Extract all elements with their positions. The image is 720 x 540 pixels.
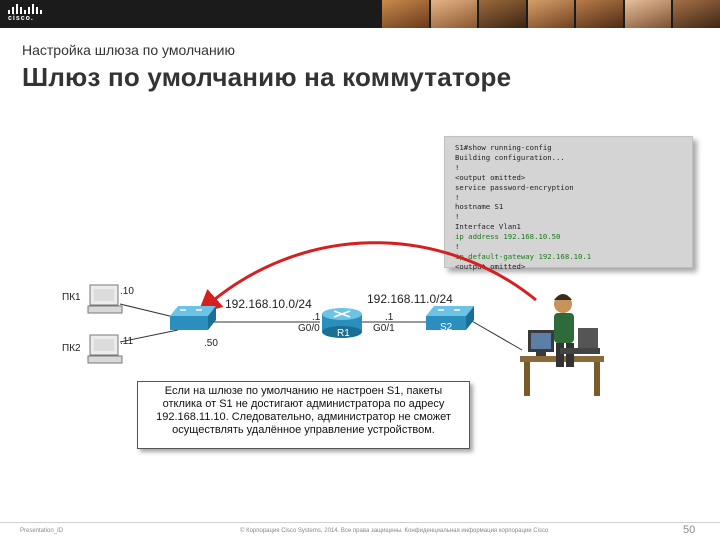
header-photo (479, 0, 526, 28)
config-line: <output omitted> (455, 172, 526, 182)
slide-subtitle: Настройка шлюза по умолчанию (22, 42, 236, 58)
link-pc1-s1 (119, 303, 179, 319)
config-line: ! (455, 192, 460, 202)
config-line: S1#show running-config (455, 143, 552, 152)
pc1-address-label: .10 (120, 286, 134, 297)
config-line: service password-encryption (455, 182, 574, 192)
r1-right-address-label: .1 (385, 312, 394, 323)
cisco-logo: cisco. (6, 3, 46, 25)
r1-left-address-label: .1 (312, 312, 321, 323)
s2-switch-icon (426, 306, 474, 330)
pc1-computer-icon (87, 284, 123, 314)
config-line: ! (455, 212, 460, 222)
network-left-label: 192.168.10.0/24 (225, 297, 312, 311)
config-line: Building configuration... (455, 152, 565, 162)
header-photo (673, 0, 720, 28)
cisco-bars-icon (8, 4, 42, 14)
s2-label: S2 (440, 322, 453, 333)
config-line: ! (455, 162, 460, 172)
link-pc2-s1 (119, 329, 179, 343)
r1-label: R1 (337, 328, 350, 339)
header-photo-strip (382, 0, 720, 28)
pc1-label: ПК1 (62, 292, 81, 303)
pc2-address-label: .11 (120, 336, 134, 347)
header-bar: cisco. (0, 0, 720, 28)
header-photo (382, 0, 429, 28)
link-s2-admin (469, 319, 523, 351)
config-line: Interface Vlan1 (455, 222, 521, 232)
footer-divider (0, 522, 720, 523)
header-photo (527, 0, 575, 28)
cisco-logo-text: cisco. (8, 15, 34, 22)
pc2-computer-icon (87, 334, 123, 364)
slide-title: Шлюз по умолчанию на коммутаторе (22, 62, 512, 92)
header-photo (576, 0, 623, 28)
r1-router-icon (322, 308, 362, 338)
s1-switch-icon (170, 306, 216, 330)
s1-address-label: .50 (204, 338, 218, 349)
header-photo (624, 0, 672, 28)
page-number: 50 (683, 524, 696, 536)
header-photo (430, 0, 478, 28)
footer-presentation-id: Presentation_ID (20, 528, 64, 534)
administrator-workstation-icon (520, 294, 604, 396)
r1-right-port-label: G0/1 (373, 323, 395, 334)
r1-left-port-label: G0/0 (298, 323, 320, 334)
explanation-callout: Если на шлюзе по умолчанию не настроен S… (137, 381, 470, 449)
network-right-label: 192.168.11.0/24 (367, 292, 453, 306)
s1-label: S1 (182, 330, 195, 341)
config-line: ! (455, 242, 460, 252)
footer-copyright: © Корпорация Cisco Systems, 2014. Все пр… (240, 528, 549, 534)
pc2-label: ПК2 (62, 343, 81, 354)
config-line: hostname S1 (455, 202, 504, 212)
red-reply-arrow (197, 241, 537, 315)
config-line: <output omitted> (455, 261, 526, 271)
config-line: ip address 192.168.10.50 (455, 232, 561, 242)
